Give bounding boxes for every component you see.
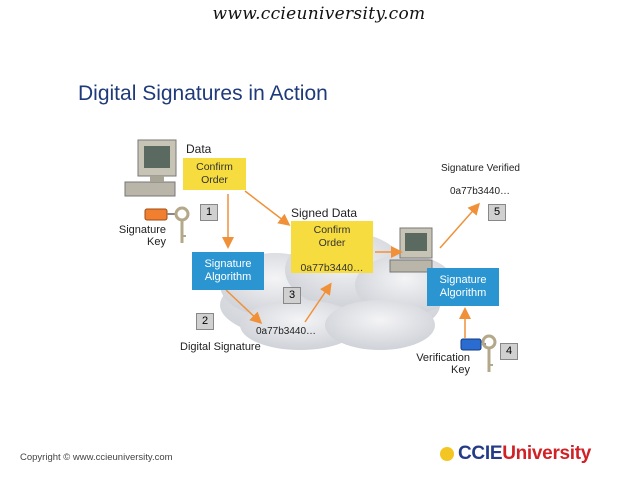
signed-data-label: Signed Data [291,206,358,220]
step-4-badge: 4 [500,343,518,360]
signature-algorithm-left-line-2: Algorithm [204,271,252,283]
verification-key-label-line-1: Verification [416,352,470,364]
copyright-text: Copyright © www.ccieuniversity.com [20,452,173,463]
data-label: Data [186,142,212,156]
signed-data-box: Confirm Order 0a77b3440… [291,221,373,274]
verification-key-label-line-2: Key [451,364,470,376]
data-box: Confirm Order [183,158,246,190]
digital-signature-label: Digital Signature [180,341,261,353]
logo-prefix: CCIE [458,443,503,464]
verification-key-icon [460,334,497,372]
verification-key-label: Verification Key [414,352,470,376]
data-box-line-1: Confirm [196,161,233,173]
signature-key-label: Signature Key [118,224,166,248]
signed-box-line-2: Order [318,237,346,249]
signature-algorithm-right-line-1: Signature [439,274,487,286]
signature-algorithm-left: Signature Algorithm [192,252,264,290]
sender-computer-icon [124,139,177,197]
ccie-university-logo: CCIEUniversity [440,443,591,465]
receiver-computer-icon [389,227,433,273]
signed-box-hash: 0a77b3440… [300,262,364,274]
signature-key-icon [144,206,190,243]
step-3-badge: 3 [283,287,301,304]
cloud-hash: 0a77b3440… [256,326,317,337]
signature-verified-label: Signature Verified [441,163,520,174]
verified-hash: 0a77b3440… [450,186,511,197]
step-2-badge: 2 [196,313,214,330]
flow-arrows [222,190,480,338]
logo-suffix: University [502,443,592,464]
step-5-badge: 5 [488,204,506,221]
site-url: www.ccieuniversity.com [212,4,426,24]
signature-key-label-line-2: Key [147,236,166,248]
signature-key-label-line-1: Signature [118,224,166,236]
page-title: Digital Signatures in Action [78,82,328,105]
signature-algorithm-right-line-2: Algorithm [439,287,487,299]
lightbulb-icon [440,446,454,461]
signed-box-line-1: Confirm [313,224,351,236]
signature-algorithm-left-line-1: Signature [204,258,252,270]
signature-algorithm-right: Signature Algorithm [427,268,499,306]
data-box-line-2: Order [201,174,228,186]
step-1-badge: 1 [200,204,218,221]
